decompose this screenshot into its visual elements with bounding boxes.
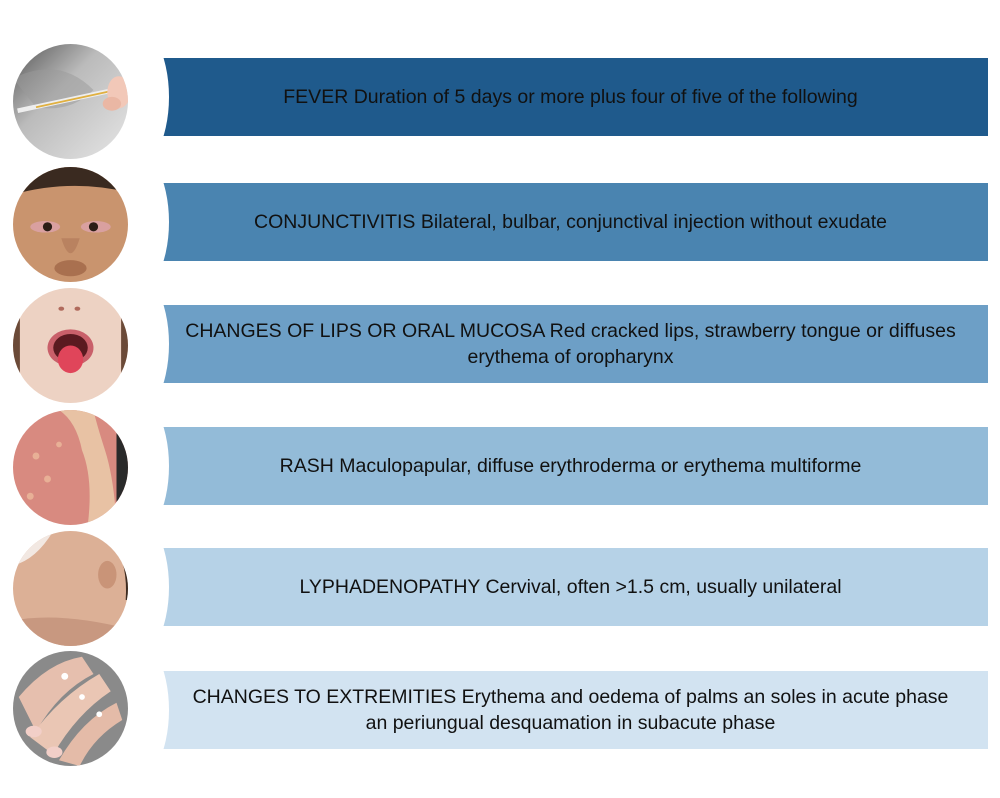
criterion-text: FEVER Duration of 5 days or more plus fo… [283,86,858,108]
criterion-text: RASH Maculopapular, diffuse erythroderma… [279,455,862,477]
criterion-bar: RASH Maculopapular, diffuse erythroderma… [83,386,988,546]
criterion-bar: LYPHADENOPATHY Cervival, often >1.5 cm, … [83,507,988,667]
criterion-bar: CONJUNCTIVITIS Bilateral, bulbar, conjun… [83,142,988,302]
criterion-text: CHANGES OF LIPS OR ORAL MUCOSA Red crack… [185,320,956,368]
criterion-bar: FEVER Duration of 5 days or more plus fo… [83,17,988,177]
criterion-text: CONJUNCTIVITIS Bilateral, bulbar, conjun… [254,211,887,233]
criterion-text: LYPHADENOPATHY Cervival, often >1.5 cm, … [299,576,842,598]
peeling-fingers-photo-icon [13,651,128,766]
strawberry-tongue-photo-icon [13,288,128,403]
red-eyes-photo-icon [13,167,128,282]
criterion-bar: CHANGES OF LIPS OR ORAL MUCOSA Red crack… [83,264,988,424]
criterion-bar: CHANGES TO EXTREMITIES Erythema and oede… [83,630,988,790]
criterion-text: CHANGES TO EXTREMITIES Erythema and oede… [192,686,949,734]
neck-photo-icon [13,531,128,646]
skin-rash-photo-icon [13,410,128,525]
thermometer-photo-icon [13,44,128,159]
